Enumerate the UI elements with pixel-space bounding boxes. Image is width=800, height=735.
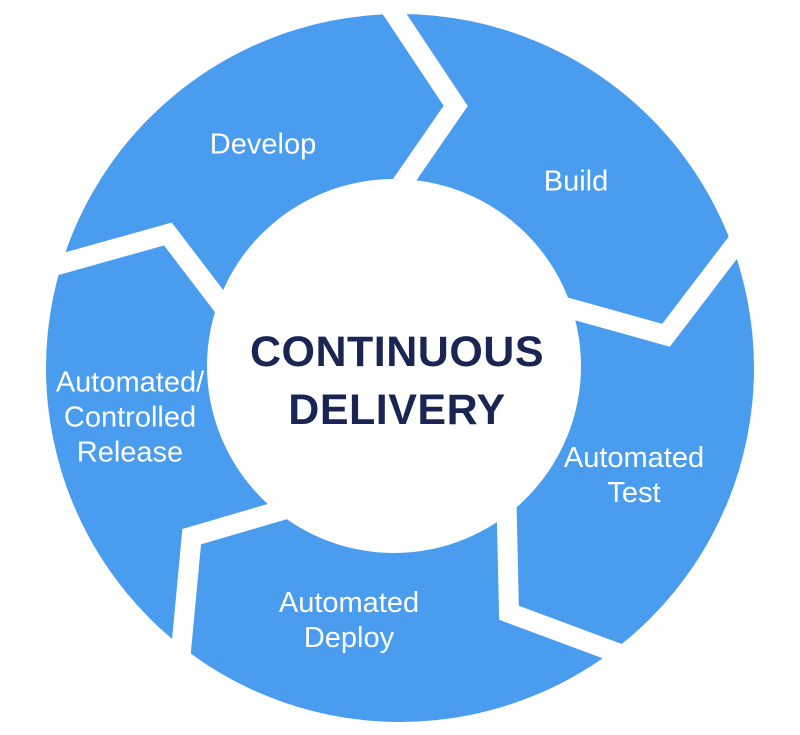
segment-divider-chevron	[496, 499, 641, 670]
segment-divider-chevron	[169, 495, 304, 674]
ring-inner-circle	[207, 179, 581, 553]
segment-divider-chevron	[34, 222, 245, 331]
diagram-title-line1: CONTINUOUS	[249, 328, 545, 376]
segment-divider-gaps	[34, 0, 757, 674]
segment-divider-chevron	[373, 0, 468, 205]
segment-divider-chevron	[554, 221, 757, 347]
diagram-title-line2: DELIVERY	[288, 386, 506, 434]
diagram-title: CONTINUOUS DELIVERY	[250, 323, 544, 439]
